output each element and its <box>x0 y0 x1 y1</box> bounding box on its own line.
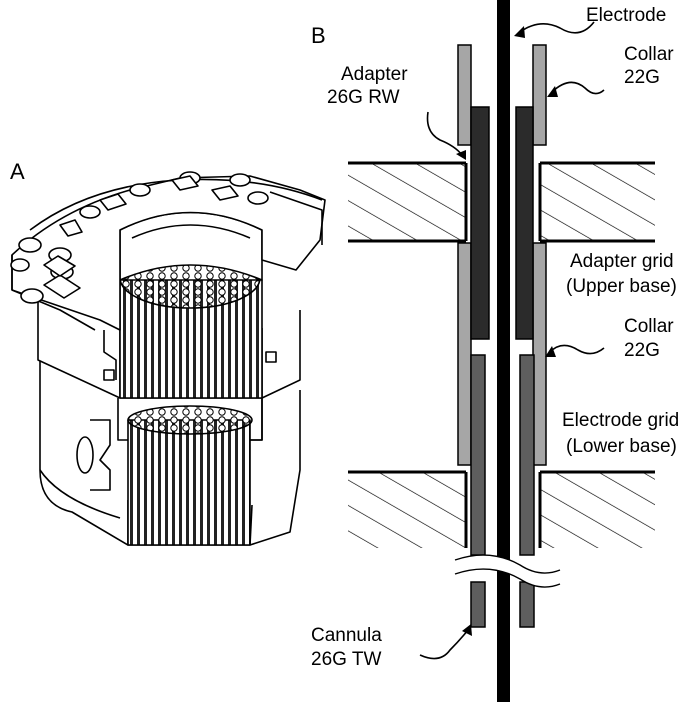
break-marks <box>454 554 561 588</box>
arrowhead-collar-mid <box>545 346 556 357</box>
lower-electrode-grid <box>117 398 263 546</box>
label-adapter-grid-line1: Adapter grid <box>570 251 674 272</box>
arrow-collar-mid <box>549 344 605 355</box>
label-collar-top-line1: Collar <box>624 44 674 65</box>
top-ring <box>10 171 326 331</box>
arrowhead-adapter <box>456 150 466 160</box>
cannula-26g-tw <box>470 354 535 628</box>
arrowhead-collar-top <box>547 86 558 97</box>
upper-adapter-grid <box>119 211 263 399</box>
label-cannula-line1: Cannula <box>311 625 382 646</box>
label-collar-mid-line1: Collar <box>624 316 674 337</box>
upper-base <box>348 161 655 243</box>
label-cannula-line2: 26G TW <box>311 649 381 670</box>
label-collar-top-line2: 22G <box>624 67 660 88</box>
collar-upper <box>457 44 547 146</box>
arrowhead-electrode <box>514 26 525 38</box>
label-adapter-grid-line2: (Upper base) <box>566 276 677 297</box>
arrowhead-cannula <box>462 624 472 636</box>
panel-b: B <box>311 0 679 702</box>
arrow-collar-top <box>551 81 605 95</box>
panel-b-label: B <box>311 23 326 48</box>
label-adapter-line1: Adapter <box>341 64 408 85</box>
arrow-electrode <box>519 21 595 34</box>
label-electrode: Electrode <box>586 5 666 26</box>
label-electrode-grid-line2: (Lower base) <box>566 436 677 457</box>
leader-arrows <box>419 21 605 660</box>
arrow-adapter <box>426 111 463 156</box>
electrode <box>497 0 510 702</box>
label-electrode-grid-line1: Electrode grid <box>562 410 679 431</box>
panel-a-label: A <box>10 159 25 184</box>
adapter-26g-rw <box>470 106 534 340</box>
label-adapter-line2: 26G RW <box>327 87 400 108</box>
arrowheads <box>456 26 558 636</box>
panel-a: A <box>10 159 326 546</box>
lower-base <box>348 470 655 548</box>
arrow-cannula <box>419 629 469 660</box>
collar-lower <box>457 242 547 466</box>
label-collar-mid-line2: 22G <box>624 340 660 361</box>
